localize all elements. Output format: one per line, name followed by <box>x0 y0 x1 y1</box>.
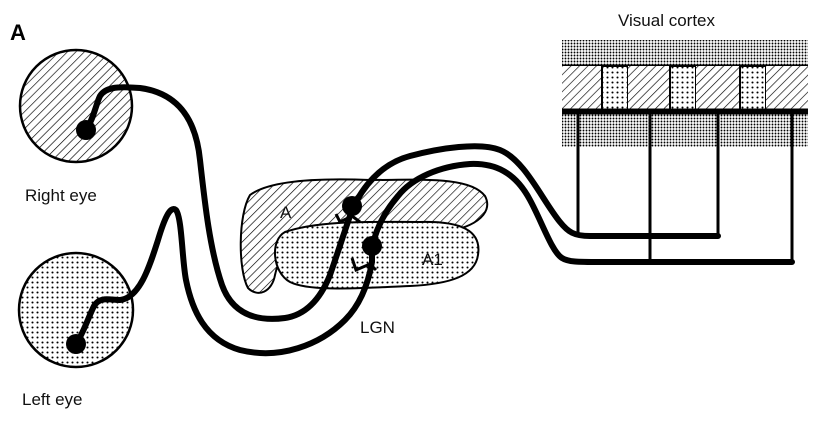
right-eye-pathway <box>83 84 355 322</box>
left-eye <box>17 251 135 369</box>
lgn-a1-to-cortex-pathway <box>369 160 795 265</box>
visual-cortex <box>562 40 808 262</box>
lgn-layer-a1-label: A1 <box>422 250 443 269</box>
visual-cortex-label: Visual cortex <box>618 11 716 30</box>
right-eye <box>18 48 134 164</box>
lgn-a1-relay-cell <box>362 236 382 256</box>
panel-letter: A <box>10 20 26 45</box>
left-eye-pathway <box>73 206 375 357</box>
left-eye-terminal <box>350 257 378 273</box>
right-eye-terminal <box>334 213 361 225</box>
lgn-a-relay-cell <box>342 196 362 216</box>
right-eye-label: Right eye <box>25 186 97 205</box>
lgn-layer-a1 <box>273 220 480 290</box>
left-eye-label: Left eye <box>22 390 83 409</box>
lgn-label: LGN <box>360 318 395 337</box>
lgn-a-to-cortex-pathway <box>349 143 721 239</box>
lgn-layer-a-label: A <box>280 203 292 222</box>
